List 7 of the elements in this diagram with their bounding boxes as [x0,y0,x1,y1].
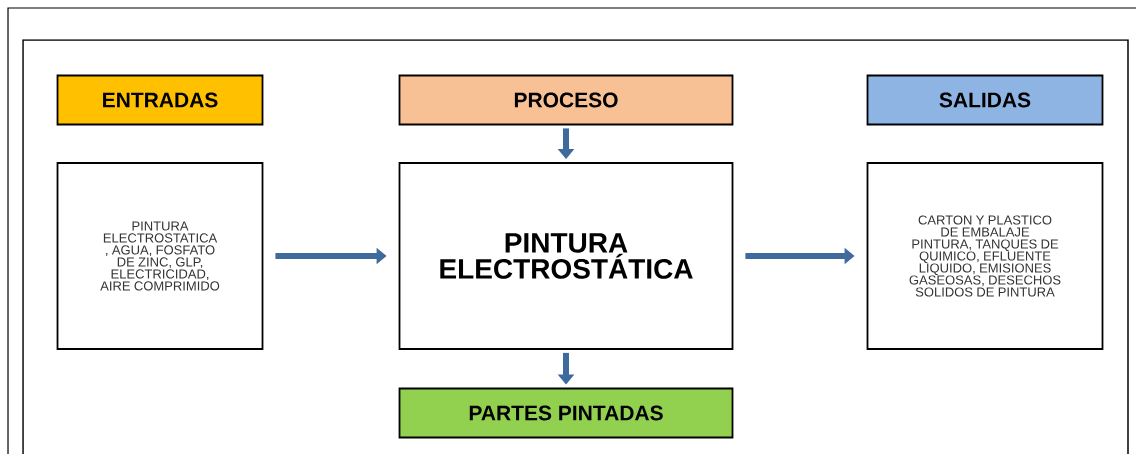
header-box: PARTES PINTADAS [398,387,734,439]
list-box: PINTURA ELECTROSTATICA , AGUA, FOSFATO DE ZINC, GLP, ELECTRICIDAD, AIRE COMPRIMIDO [56,162,264,350]
header-box: SALIDAS [866,74,1104,126]
header-box: ENTRADAS [56,74,264,126]
header-box: PROCESO [398,74,734,126]
process-box: PINTURA ELECTROSTÁTICA [398,162,734,350]
list-box: CARTON Y PLASTICO DE EMBALAJE PINTURA, TANQUES DE QUIMICO, EFLUENTE LIQUIDO, EMISIONES GASEOSAS, DESECHOS SOLIDOS DE PINTURA [866,162,1104,350]
